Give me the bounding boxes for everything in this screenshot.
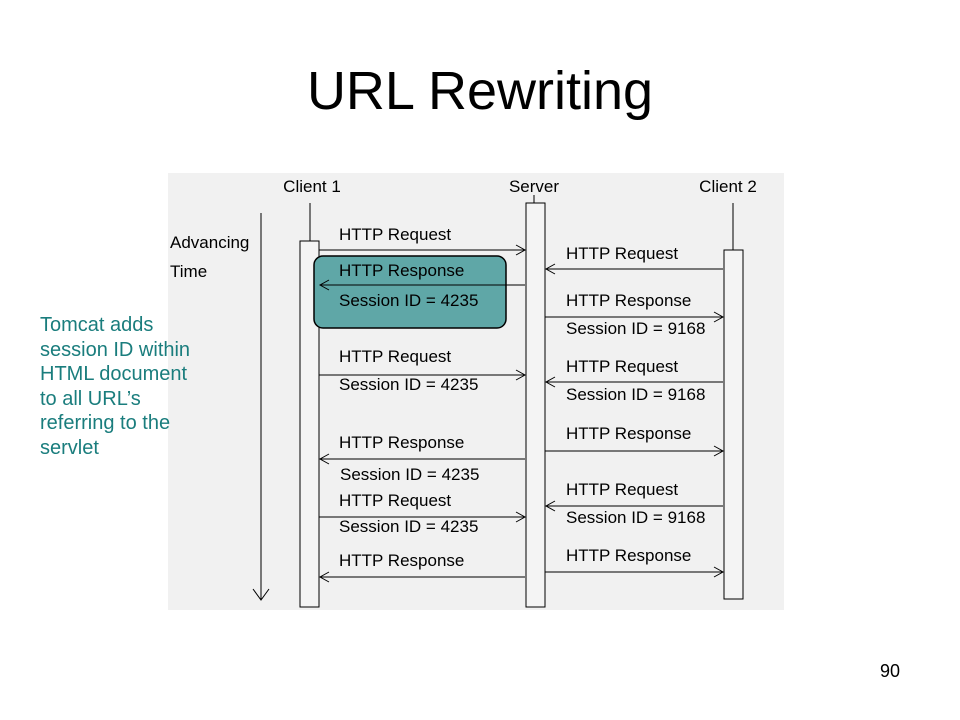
sequence-diagram-svg: Client 1 Server Client 2 Advancing Time <box>170 177 757 608</box>
message-label: HTTP Request <box>566 480 678 499</box>
participant-server: Server <box>509 177 559 196</box>
client-1-activation-bar <box>299 240 320 608</box>
message-label: Session ID = 9168 <box>566 508 705 527</box>
message-label: Session ID = 9168 <box>566 385 705 404</box>
participant-client-1: Client 1 <box>283 177 341 196</box>
message-label: HTTP Response <box>566 291 691 310</box>
message-label: HTTP Response <box>339 261 464 280</box>
sequence-diagram: Client 1 Server Client 2 Advancing Time <box>168 173 784 610</box>
message-label: HTTP Response <box>566 546 691 565</box>
participant-client-2: Client 2 <box>699 177 757 196</box>
side-note: Tomcat adds session ID within HTML docum… <box>40 314 191 459</box>
message-label: Session ID = 4235 <box>339 291 478 310</box>
time-axis-arrowhead <box>252 588 270 601</box>
message-label: HTTP Response <box>339 433 464 452</box>
message-label: Session ID = 9168 <box>566 319 705 338</box>
server-activation-bar <box>525 202 546 608</box>
message-label: HTTP Response <box>339 551 464 570</box>
message-label: HTTP Request <box>339 491 451 510</box>
message-label: HTTP Request <box>339 225 451 244</box>
page-number: 90 <box>880 661 901 681</box>
message-label: HTTP Request <box>339 347 451 366</box>
message-label: Session ID = 4235 <box>339 517 478 536</box>
time-label: Time <box>170 262 207 281</box>
client-2-activation-bar <box>723 249 744 600</box>
message-label: HTTP Request <box>566 357 678 376</box>
message-label: HTTP Response <box>566 424 691 443</box>
message-label: Session ID = 4235 <box>339 375 478 394</box>
advancing-time-label: Advancing <box>170 233 249 252</box>
message-label: HTTP Request <box>566 244 678 263</box>
slide-title: URL Rewriting <box>306 61 654 121</box>
session-id-overlay-label: Session ID = 4235 <box>340 465 480 484</box>
highlighted-response-box <box>313 255 507 329</box>
